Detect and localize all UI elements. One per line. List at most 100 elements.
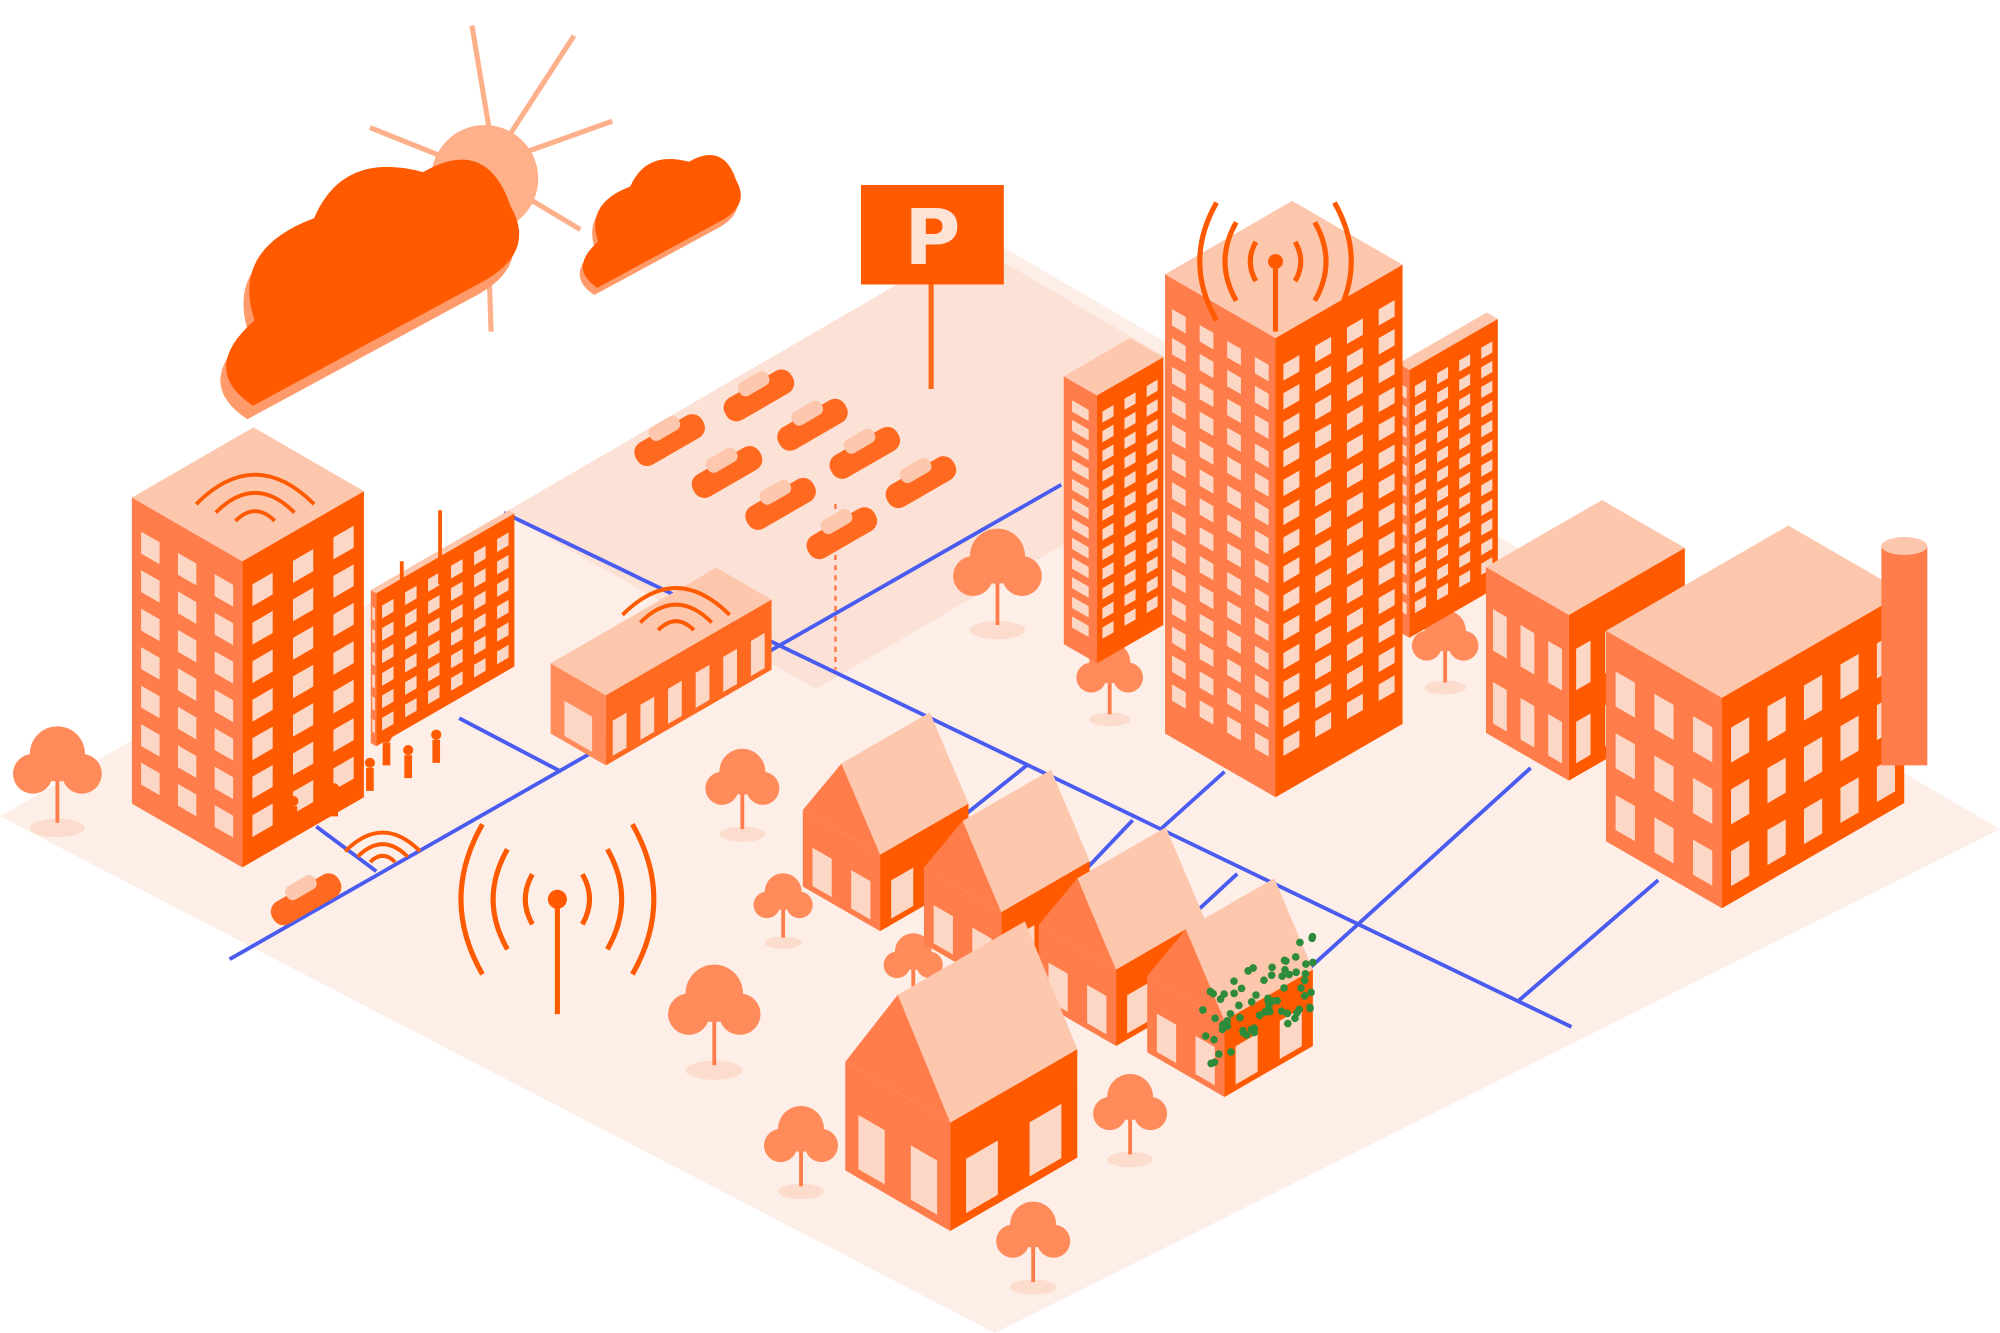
green-roof-plant xyxy=(1223,1017,1231,1025)
person-head xyxy=(381,732,391,742)
residential-tower-left-left-face xyxy=(1064,376,1097,663)
green-roof-plant xyxy=(1252,991,1260,999)
window xyxy=(1493,609,1507,658)
window xyxy=(372,719,375,733)
green-roof-plant xyxy=(1284,1020,1292,1028)
tree-crown xyxy=(705,772,738,805)
green-roof-plant xyxy=(1273,997,1281,1005)
green-roof-plant xyxy=(1268,971,1276,979)
green-roof-plant xyxy=(1230,977,1238,985)
person-body xyxy=(290,806,298,829)
green-roof-plant xyxy=(1256,1011,1264,1019)
window xyxy=(1548,641,1562,690)
cloud-icon xyxy=(547,130,753,301)
sun-ray xyxy=(472,26,491,141)
green-roof-plant xyxy=(1302,960,1310,968)
factory-chimney xyxy=(1881,537,1927,765)
green-roof-plant xyxy=(1211,1058,1219,1066)
window xyxy=(1576,640,1590,690)
green-roof-plant xyxy=(1278,1007,1286,1015)
window xyxy=(372,629,375,643)
tree-crown xyxy=(884,952,911,979)
green-roof-plant xyxy=(1264,994,1272,1002)
main-tower xyxy=(1165,201,1403,797)
tree-crown xyxy=(1076,663,1106,693)
green-roof-plant xyxy=(1227,1010,1235,1018)
residential-tower-right xyxy=(1398,313,1497,638)
green-roof-plant xyxy=(1296,1006,1304,1014)
person-icon xyxy=(329,783,339,816)
green-roof-plant xyxy=(1211,1014,1219,1022)
green-roof-plant xyxy=(1217,995,1225,1003)
parking-sign-label: P xyxy=(904,194,960,283)
window xyxy=(1548,714,1562,763)
tree-crown xyxy=(719,993,760,1034)
green-roof-plant xyxy=(1236,1014,1244,1022)
person-icon xyxy=(288,796,298,829)
person-body xyxy=(366,768,374,791)
green-roof-plant xyxy=(1309,933,1317,941)
green-roof-plant xyxy=(1209,990,1217,998)
green-roof-plant xyxy=(1250,1029,1258,1037)
tree-crown xyxy=(62,754,102,794)
green-roof-plant xyxy=(1227,1048,1235,1056)
window xyxy=(1493,682,1507,731)
green-roof-plant xyxy=(1280,984,1288,992)
person-icon xyxy=(365,758,375,791)
sun-ray xyxy=(523,121,612,153)
green-roof-plant xyxy=(1235,1002,1243,1010)
tree-crown xyxy=(764,1129,797,1162)
window xyxy=(1521,625,1535,674)
window xyxy=(1521,698,1535,747)
person-head xyxy=(403,745,413,755)
tree-crown xyxy=(754,892,781,919)
tree-crown xyxy=(1093,1097,1126,1130)
tree-crown xyxy=(786,892,813,919)
green-roof-plant xyxy=(1230,990,1238,998)
tree-crown xyxy=(1134,1097,1167,1130)
person-head xyxy=(431,730,441,740)
green-roof-plant xyxy=(1260,976,1268,984)
chimney-top xyxy=(1881,537,1927,555)
green-roof-plant xyxy=(1238,985,1246,993)
green-roof-plant xyxy=(1307,989,1315,997)
green-roof-plant xyxy=(1268,964,1276,972)
green-roof-plant xyxy=(1285,971,1293,979)
green-roof-plant xyxy=(1297,984,1305,992)
tree-crown xyxy=(1037,1225,1070,1258)
window xyxy=(372,674,375,688)
tree-crown xyxy=(1449,631,1479,661)
tree-crown xyxy=(953,556,993,596)
tree-crown xyxy=(668,993,709,1034)
person-head xyxy=(365,758,375,768)
green-roof-plant xyxy=(1243,1031,1251,1039)
green-roof-plant xyxy=(1215,1050,1223,1058)
person-icon xyxy=(431,730,441,763)
tree-crown xyxy=(1113,663,1143,693)
green-roof-plant xyxy=(1278,972,1286,980)
green-roof-plant xyxy=(1306,1004,1314,1012)
antenna-head xyxy=(1268,254,1283,269)
tree-shadow xyxy=(1089,713,1130,727)
person-body xyxy=(383,742,391,765)
green-roof-plant xyxy=(1309,959,1317,967)
tree-crown xyxy=(805,1129,838,1162)
tree-crown xyxy=(996,1225,1029,1258)
tree-crown xyxy=(13,754,53,794)
person-body xyxy=(404,755,412,778)
window xyxy=(372,651,375,665)
green-roof-plant xyxy=(1301,977,1309,985)
tree-shadow xyxy=(765,937,802,949)
green-roof-plant xyxy=(1248,998,1256,1006)
green-roof-plant xyxy=(1210,1036,1218,1044)
residential-tower-left xyxy=(1064,338,1163,663)
person-head xyxy=(329,783,339,793)
antenna-head xyxy=(548,890,567,909)
person-head xyxy=(288,796,298,806)
green-roof-plant xyxy=(1202,1032,1210,1040)
chimney-body xyxy=(1881,546,1927,765)
window xyxy=(372,607,375,621)
green-roof-plant xyxy=(1292,953,1300,961)
green-roof-plant xyxy=(1281,957,1289,965)
